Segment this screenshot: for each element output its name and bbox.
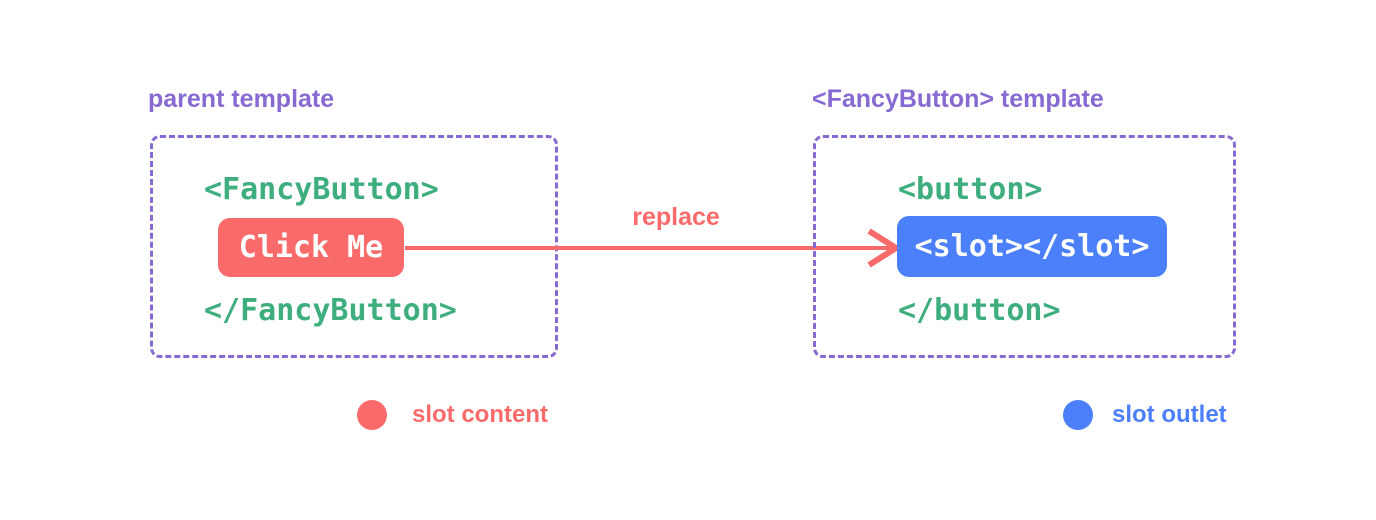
slot-outlet-box: <slot></slot> (897, 216, 1167, 277)
button-open-tag: <button> (898, 172, 1043, 207)
slot-outlet-legend-label: slot outlet (1112, 401, 1227, 428)
button-close-tag: </button> (898, 293, 1061, 328)
slot-outlet-box-label: <slot></slot> (914, 229, 1150, 264)
fancybutton-template-box (813, 135, 1236, 358)
replace-label: replace (632, 203, 720, 231)
slot-content-legend-label: slot content (412, 401, 548, 428)
click-me-button-label: Click Me (238, 230, 384, 265)
fancybutton-template-title: <FancyButton> template (812, 85, 1104, 113)
fancybutton-open-tag: <FancyButton> (204, 172, 439, 207)
click-me-button: Click Me (218, 218, 404, 277)
fancybutton-close-tag: </FancyButton> (204, 293, 457, 328)
slot-content-dot-icon (357, 400, 387, 430)
slot-outlet-dot-icon (1063, 400, 1093, 430)
parent-template-title: parent template (148, 85, 335, 113)
